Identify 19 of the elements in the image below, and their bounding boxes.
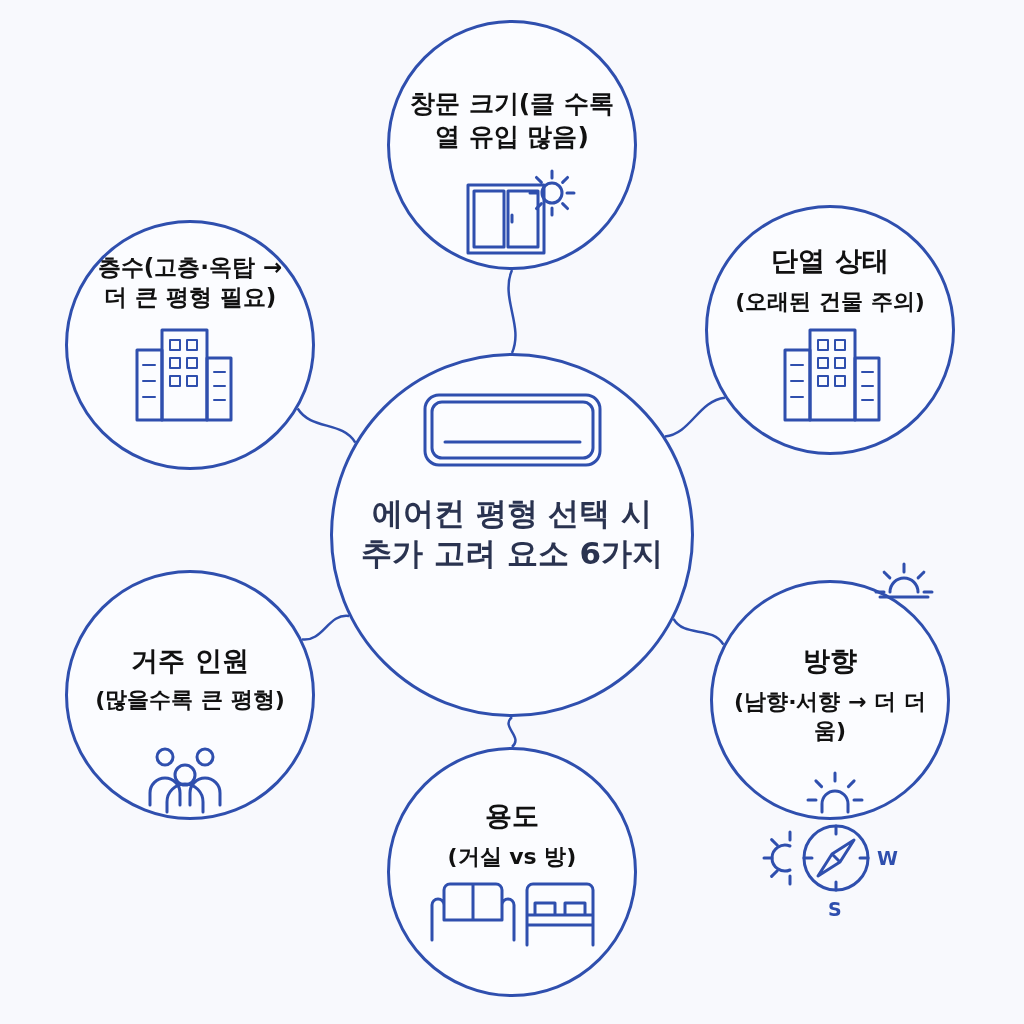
direction-letter: S [828, 898, 842, 920]
topic-note: (남향·서향 → 더 더움) [733, 688, 927, 745]
topic-note: (많을수록 큰 평형) [94, 686, 286, 714]
connector-line [672, 618, 725, 646]
direction-letter: W [877, 847, 898, 869]
topic-heading: 용도 [484, 799, 540, 833]
connector-line [296, 407, 357, 444]
center-title: 에어컨 평형 선택 시 추가 고려 요소 6가지 [360, 494, 664, 574]
topic-text: 창문 크기(클 수록 열 유입 많음) [409, 88, 615, 153]
connector-line [664, 396, 726, 438]
topic-note: (거실 vs 방) [446, 843, 578, 871]
topic-heading: 방향 [802, 644, 858, 678]
topic-text: 층수(고층·옥탑 → 더 큰 평형 필요) [96, 253, 284, 312]
connector-line [507, 269, 517, 354]
topic-heading: 단열 상태 [770, 244, 890, 278]
connector-line [301, 614, 350, 641]
connector-line [507, 716, 517, 748]
topic-heading: 거주 인원 [130, 644, 250, 678]
topic-note: (오래된 건물 주의) [734, 288, 926, 316]
